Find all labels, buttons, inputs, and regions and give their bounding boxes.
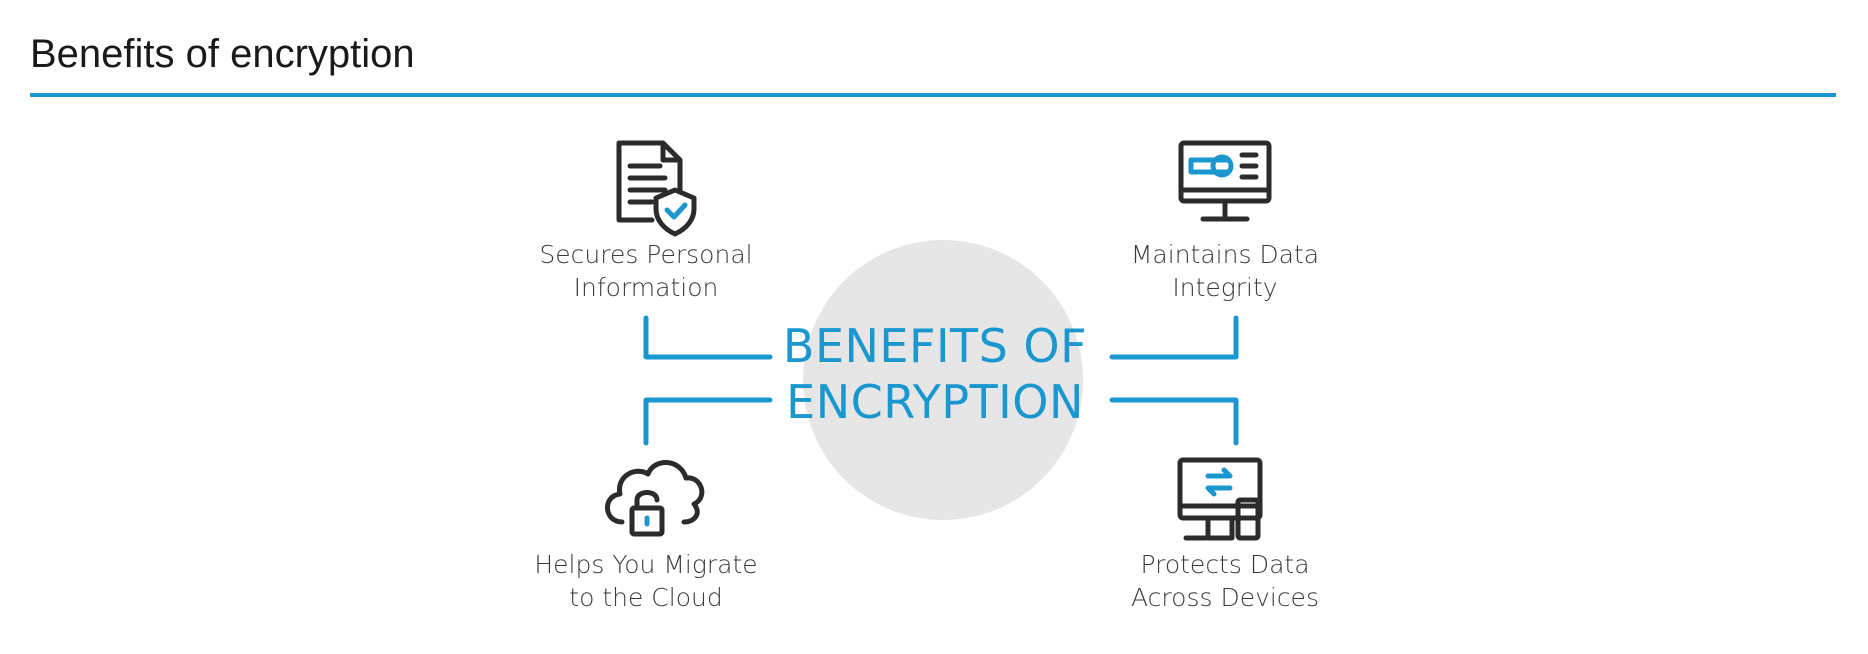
benefit-label-line1: Maintains Data bbox=[1130, 240, 1320, 269]
benefit-label-line1: Secures Personal bbox=[539, 240, 753, 269]
benefit-label-line1: Helps You Migrate bbox=[534, 550, 758, 579]
connector-top-left bbox=[643, 315, 773, 360]
document-shield-icon bbox=[616, 140, 697, 237]
connector-bottom-left bbox=[643, 397, 773, 446]
benefit-label-line1: Protects Data bbox=[1140, 550, 1310, 579]
benefit-helps-migrate-to-cloud: Helps You Migrate to the Cloud bbox=[506, 548, 786, 614]
cloud-lock-icon bbox=[605, 460, 705, 537]
center-heading-line2: ENCRYPTION bbox=[786, 375, 1084, 429]
monitor-key-icon bbox=[1178, 140, 1272, 222]
benefit-secures-personal-information: Secures Personal Information bbox=[506, 238, 786, 304]
benefit-label-line2: Information bbox=[573, 273, 719, 302]
center-circle bbox=[803, 240, 1083, 520]
benefit-maintains-data-integrity: Maintains Data Integrity bbox=[1085, 238, 1365, 304]
benefit-label-line2: to the Cloud bbox=[569, 583, 723, 612]
benefit-label-line2: Across Devices bbox=[1131, 583, 1319, 612]
page-title: Benefits of encryption bbox=[30, 32, 415, 76]
center-heading: BENEFITS OF ENCRYPTION bbox=[760, 318, 1110, 430]
benefit-label-line2: Integrity bbox=[1172, 273, 1278, 302]
center-heading-line1: BENEFITS OF bbox=[782, 319, 1088, 373]
connector-bottom-right bbox=[1109, 397, 1239, 446]
connector-top-right bbox=[1109, 315, 1239, 360]
page-header: Benefits of encryption bbox=[30, 0, 1836, 100]
benefit-protects-data-across-devices: Protects Data Across Devices bbox=[1085, 548, 1365, 614]
title-underline bbox=[30, 93, 1836, 97]
devices-transfer-icon bbox=[1177, 457, 1263, 541]
